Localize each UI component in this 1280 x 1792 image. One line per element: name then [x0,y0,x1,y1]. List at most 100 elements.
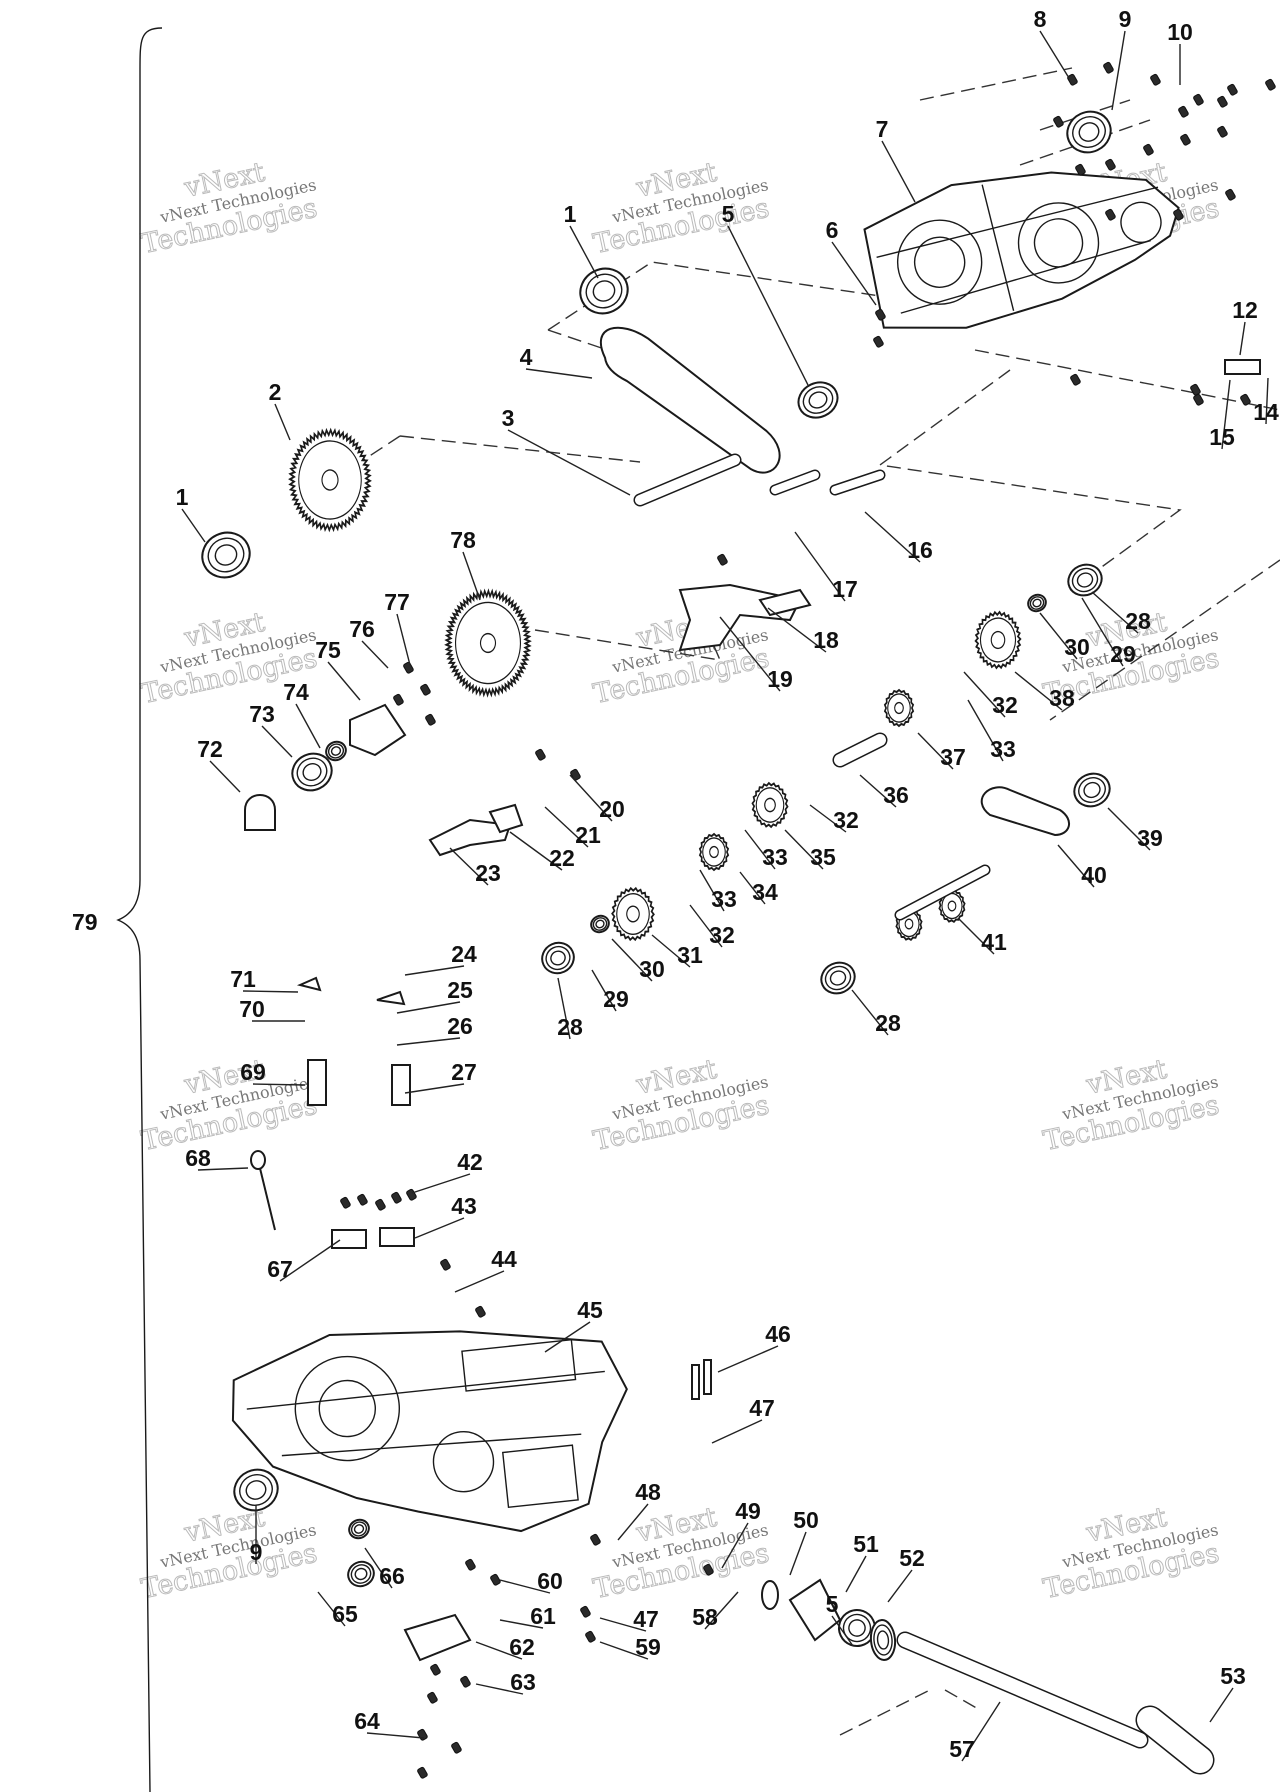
callout-28: 28 [557,1014,583,1040]
callout-22: 22 [549,845,575,871]
callout-10: 10 [1167,19,1193,45]
callout-leader-47 [599,1617,647,1632]
callout-64: 64 [354,1708,380,1734]
callout-leader-5 [831,1615,854,1647]
bolt [440,1258,451,1271]
bolt [357,1193,368,1206]
callout-6: 6 [826,217,839,243]
assembly-dashed-line [1049,559,1280,721]
gear-78 [444,588,532,698]
bolt [1180,133,1191,146]
callout-24: 24 [451,941,477,967]
pad-43-right [379,1227,415,1247]
callout-leader-45 [544,1321,591,1353]
callout-leader-78 [462,551,481,601]
callout-2: 2 [269,379,282,405]
bolt [1053,115,1064,128]
plate-18 [758,588,812,617]
callout-3: 3 [502,405,515,431]
bolt [1105,208,1116,221]
callout-29: 29 [1110,641,1136,667]
case-cover-7 [863,171,1180,329]
bolt [1178,105,1189,118]
callout-1: 1 [564,201,577,227]
callout-leader-30 [611,938,653,982]
callout-28: 28 [875,1010,901,1036]
gear-34 [698,832,730,872]
bolt [1240,393,1251,406]
callout-45: 45 [577,1297,603,1323]
callout-leader-7 [881,140,916,203]
callout-leader-43 [414,1217,465,1239]
callout-32: 32 [833,807,859,833]
bolt [1227,83,1238,96]
bolt [490,1573,501,1586]
callout-47: 47 [633,1606,659,1632]
bearing-5-upper [797,381,839,419]
callout-leader-38 [1014,671,1063,711]
callout-leader-28 [851,989,889,1036]
callout-9: 9 [250,1539,263,1565]
callout-leader-36 [859,774,897,808]
dipstick-68 [257,1159,276,1231]
callout-51: 51 [853,1531,879,1557]
leader-lines [181,30,1269,1762]
callout-leader-50 [789,1531,807,1576]
callout-74: 74 [283,679,309,705]
callout-68: 68 [185,1145,211,1171]
assembly-dashed-line [399,435,641,463]
callout-leader-33 [744,829,776,870]
plate-71 [296,976,322,992]
callout-leader-41 [957,917,995,955]
shaft-41-fill [896,866,989,919]
callout-19: 19 [767,666,793,692]
callout-leader-2 [274,403,291,441]
callout-leader-71 [242,990,299,993]
callout-40: 40 [1081,862,1107,888]
callout-leader-28 [557,977,571,1040]
callout-leader-62 [475,1641,523,1660]
callout-53: 53 [1220,1663,1246,1689]
callout-16: 16 [907,537,933,563]
callout-leader-1 [569,225,599,279]
callout-leader-25 [396,1001,461,1014]
plate-24 [376,990,406,1006]
belt-40 [980,786,1070,837]
bolt [451,1741,462,1754]
callout-leader-27 [404,1083,465,1094]
callout-65: 65 [332,1601,358,1627]
bolt [427,1691,438,1704]
callout-leader-73 [261,725,293,758]
o-ring-52 [869,1619,897,1661]
callout-leader-52 [887,1569,913,1603]
callout-leader-63 [475,1683,524,1695]
bolt [417,1766,428,1779]
callout-leader-32 [689,904,723,948]
bearing-73 [291,752,333,792]
dipstick-ring [250,1150,266,1170]
callout-12: 12 [1232,297,1258,323]
callout-5: 5 [722,201,735,227]
callout-leader-46 [717,1345,779,1373]
callout-leader-58 [704,1591,739,1630]
callout-leader-14 [1265,377,1269,425]
coupler-53-fill [1137,1707,1213,1773]
callout-4: 4 [520,344,533,370]
bolt [475,1305,486,1318]
callout-72: 72 [197,736,223,762]
callout-8: 8 [1034,6,1047,32]
callout-leader-6 [831,241,877,306]
callout-30: 30 [1064,634,1090,660]
bolt [1150,73,1161,86]
flange-75 [349,703,407,757]
bearing-28-lower [541,941,575,975]
bolt [375,1198,386,1211]
callout-38: 38 [1049,685,1075,711]
callout-leader-59 [599,1641,649,1660]
callout-15: 15 [1209,424,1235,450]
